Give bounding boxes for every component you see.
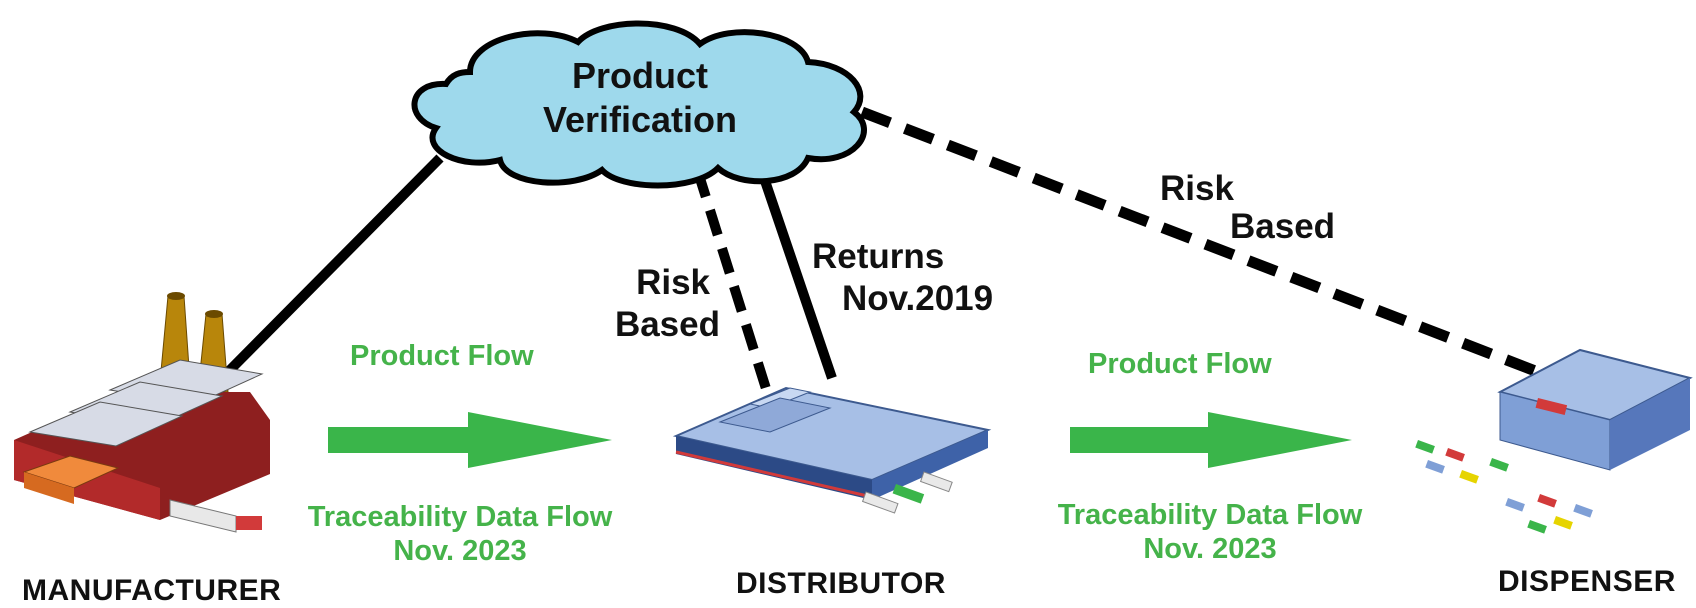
- traceability-label-1: Traceability Data Flow Nov. 2023: [290, 500, 630, 568]
- product-flow-label-1: Product Flow: [350, 340, 534, 372]
- cloud-title-line1: Product: [571, 55, 708, 96]
- warehouse-icon: [672, 386, 992, 514]
- pharmacy-icon: [1415, 348, 1693, 534]
- product-flow-label-2: Product Flow: [1088, 348, 1272, 380]
- factory-icon: [14, 292, 270, 533]
- cloud-title: Product Verification: [500, 54, 780, 142]
- returns-verification-line: [757, 170, 837, 380]
- risk-based-center-line1: Risk: [636, 263, 710, 302]
- product-flow-arrow-1: [328, 412, 612, 468]
- product-verification-cloud: [411, 20, 867, 189]
- manufacturer-verification-line: [224, 154, 444, 376]
- dispenser-label: DISPENSER: [1498, 565, 1676, 598]
- returns-line2: Nov.2019: [842, 279, 994, 318]
- risk-based-right-line1: Risk: [1160, 169, 1234, 208]
- returns-line1: Returns: [812, 237, 945, 276]
- risk-based-right-label: Risk Based: [1160, 170, 1335, 246]
- traceability-2-line1: Traceability Data Flow: [1057, 499, 1363, 531]
- risk-based-right-line2: Based: [1230, 207, 1336, 246]
- traceability-label-2: Traceability Data Flow Nov. 2023: [1040, 498, 1380, 566]
- risk-based-center-label: Risk Based: [600, 262, 720, 346]
- traceability-1-line2: Nov. 2023: [393, 535, 527, 567]
- dispenser-risk-dashed-line: [860, 106, 1540, 378]
- manufacturer-label: MANUFACTURER: [22, 574, 282, 607]
- risk-based-center-line2: Based: [614, 305, 720, 344]
- cloud-title-line2: Verification: [542, 99, 738, 140]
- distributor-label: DISTRIBUTOR: [736, 567, 946, 600]
- product-flow-arrow-2: [1070, 412, 1352, 468]
- traceability-1-line1: Traceability Data Flow: [307, 501, 613, 533]
- returns-label: Returns Nov.2019: [812, 236, 993, 320]
- traceability-2-line2: Nov. 2023: [1143, 533, 1277, 565]
